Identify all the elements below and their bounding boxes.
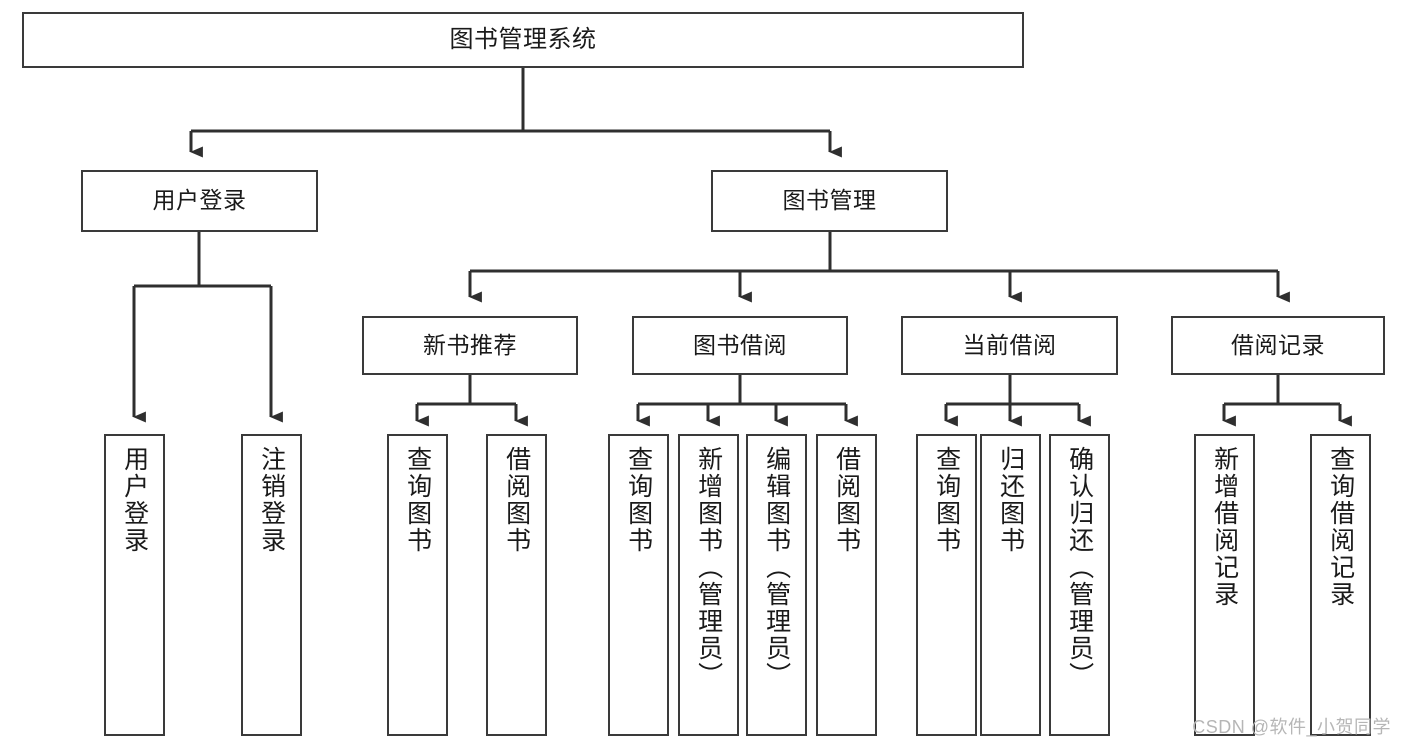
- node-leaf-confirm-return-label: 确认归还（管理员）: [1065, 446, 1094, 689]
- node-current-borrow[interactable]: 当前借阅: [901, 316, 1118, 375]
- node-current-borrow-label: 当前借阅: [962, 331, 1057, 358]
- node-leaf-query-record-label: 查询借阅记录: [1326, 446, 1355, 608]
- node-leaf-query-book-3[interactable]: 查询图书: [916, 434, 977, 736]
- node-user-login[interactable]: 用户登录: [81, 170, 318, 232]
- node-leaf-add-book[interactable]: 新增图书（管理员）: [678, 434, 739, 736]
- node-leaf-edit-book[interactable]: 编辑图书（管理员）: [746, 434, 807, 736]
- node-leaf-borrow-book-1-label: 借阅图书: [502, 446, 531, 554]
- node-leaf-borrow-book-1[interactable]: 借阅图书: [486, 434, 547, 736]
- watermark-text: CSDN @软件_小贺同学: [1192, 717, 1391, 737]
- node-book-borrow-label: 图书借阅: [693, 331, 787, 358]
- node-root[interactable]: 图书管理系统: [22, 12, 1024, 68]
- node-leaf-edit-book-label: 编辑图书（管理员）: [762, 446, 791, 689]
- node-leaf-query-book-3-label: 查询图书: [932, 446, 961, 554]
- node-leaf-query-book-1[interactable]: 查询图书: [387, 434, 448, 736]
- node-leaf-add-book-label: 新增图书（管理员）: [694, 446, 723, 689]
- node-leaf-borrow-book-2-label: 借阅图书: [832, 446, 861, 554]
- node-leaf-borrow-book-2[interactable]: 借阅图书: [816, 434, 877, 736]
- node-leaf-add-record-label: 新增借阅记录: [1210, 446, 1239, 608]
- node-borrow-record[interactable]: 借阅记录: [1171, 316, 1385, 375]
- node-leaf-logout-label: 注销登录: [257, 446, 286, 554]
- node-root-label: 图书管理系统: [449, 25, 597, 53]
- node-leaf-return-book[interactable]: 归还图书: [980, 434, 1041, 736]
- node-borrow-record-label: 借阅记录: [1231, 331, 1325, 358]
- node-book-management-label: 图书管理: [782, 187, 877, 214]
- node-book-management[interactable]: 图书管理: [711, 170, 948, 232]
- node-leaf-user-login-label: 用户登录: [120, 446, 149, 554]
- node-leaf-logout[interactable]: 注销登录: [241, 434, 302, 736]
- node-new-book-recommend[interactable]: 新书推荐: [362, 316, 578, 375]
- node-new-book-recommend-label: 新书推荐: [423, 331, 517, 358]
- node-leaf-user-login[interactable]: 用户登录: [104, 434, 165, 736]
- node-leaf-add-record[interactable]: 新增借阅记录: [1194, 434, 1255, 736]
- node-leaf-query-book-2-label: 查询图书: [624, 446, 653, 554]
- node-leaf-return-book-label: 归还图书: [996, 446, 1025, 554]
- node-book-borrow[interactable]: 图书借阅: [632, 316, 848, 375]
- node-user-login-label: 用户登录: [152, 187, 247, 214]
- node-leaf-query-record[interactable]: 查询借阅记录: [1310, 434, 1371, 736]
- node-leaf-query-book-2[interactable]: 查询图书: [608, 434, 669, 736]
- node-leaf-query-book-1-label: 查询图书: [403, 446, 432, 554]
- node-leaf-confirm-return[interactable]: 确认归还（管理员）: [1049, 434, 1110, 736]
